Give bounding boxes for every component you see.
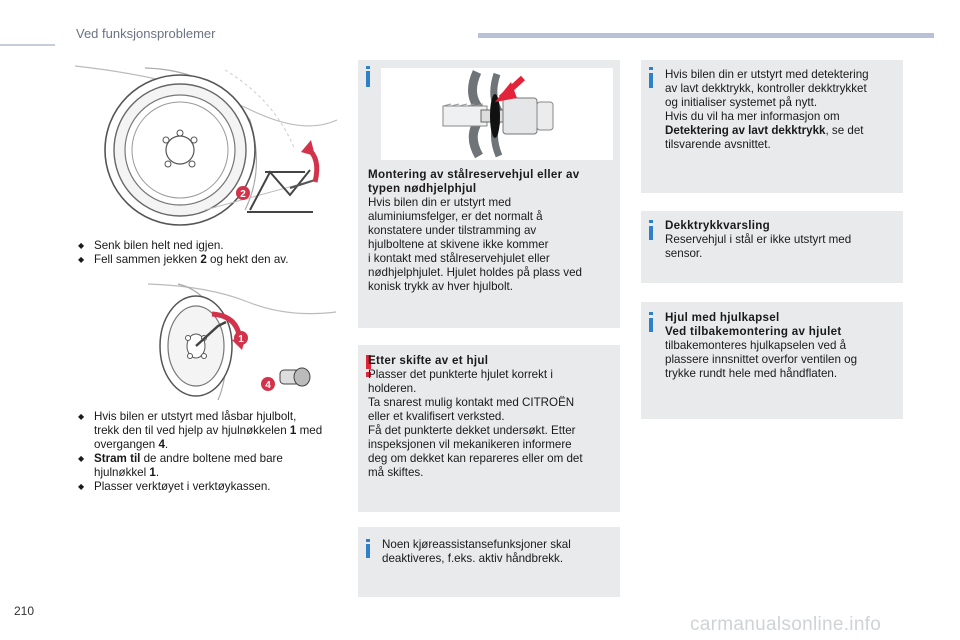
bullet-lower-car: ◆Senk bilen helt ned igjen. — [78, 239, 224, 252]
assist-functions-text: Noen kjøreassistansefunksjoner skal deak… — [382, 538, 571, 565]
bullet-flag-icon: ◆ — [78, 482, 85, 491]
header-tick — [0, 44, 55, 46]
info-dot — [366, 539, 370, 542]
info-icon — [649, 318, 653, 332]
header-title: Ved funksjonsproblemer — [76, 26, 216, 41]
info-icon — [649, 73, 653, 88]
bullet-flag-icon: ◆ — [78, 255, 85, 264]
after-change-title: Etter skifte av et hjul — [368, 354, 489, 367]
hubcap-box — [641, 302, 903, 419]
info-dot — [649, 67, 653, 70]
bolt-photo — [381, 68, 613, 160]
hubcap-subtitle: Ved tilbakemontering av hjulet — [665, 325, 842, 338]
bullet-flag-icon: ◆ — [78, 241, 85, 250]
tyre-detection-text: Hvis bilen din er utstyrt med detekterin… — [665, 68, 869, 151]
bullet-flag-icon: ◆ — [78, 412, 85, 421]
header-bar — [478, 33, 934, 38]
callout-1: 1 — [238, 334, 244, 345]
after-change-text: Etter skifte av et hjul Plasser det punk… — [368, 354, 618, 480]
bullet-flag-icon: ◆ — [78, 454, 85, 463]
assist-functions-box — [358, 527, 620, 597]
steel-spare-title-2: typen nødhjelphjul — [368, 182, 477, 195]
info-icon — [649, 226, 653, 240]
warning-dot — [366, 372, 371, 377]
bullet-lock-bolt: ◆Hvis bilen er utstyrt med låsbar hjulbo… — [78, 410, 323, 451]
info-dot — [366, 66, 370, 69]
watermark: carmanualsonline.info — [690, 614, 882, 635]
bullets-bottom: ◆Hvis bilen er utstyrt med låsbar hjulbo… — [76, 410, 356, 494]
info-icon — [366, 544, 370, 558]
bullets-top: ◆Senk bilen helt ned igjen. ◆Fell sammen… — [76, 239, 356, 267]
bullet-store-tools: ◆Plasser verktøyet i verktøykassen. — [78, 480, 271, 493]
info-dot — [649, 312, 653, 315]
detection-link-text: Detektering av lavt dekktrykk — [665, 124, 826, 137]
jack-illustration: 2 — [75, 65, 337, 226]
steel-spare-text: Montering av stålreservehjul eller av ty… — [368, 168, 618, 294]
warning-icon — [366, 355, 371, 369]
info-icon — [366, 71, 370, 87]
info-dot — [649, 220, 653, 223]
tpms-box — [641, 211, 903, 283]
steel-spare-title: Montering av stålreservehjul eller av — [368, 168, 580, 181]
hubcap-title: Hjul med hjulkapsel — [665, 311, 780, 324]
callout-2: 2 — [240, 189, 246, 200]
hubcap-text: Hjul med hjulkapsel Ved tilbakemontering… — [665, 311, 901, 381]
after-change-warning-box — [358, 345, 620, 512]
callout-4: 4 — [265, 380, 271, 391]
tpms-text: Dekktrykkvarsling Reservehjul i stål er … — [665, 219, 901, 261]
tpms-title: Dekktrykkvarsling — [665, 219, 770, 232]
tyre-detection-box — [641, 60, 903, 193]
wheel-key-illustration: 1 4 — [148, 283, 336, 400]
page-number: 210 — [14, 604, 35, 618]
bullet-fold-jack: ◆Fell sammen jekken 2 og hekt den av. — [78, 253, 289, 266]
